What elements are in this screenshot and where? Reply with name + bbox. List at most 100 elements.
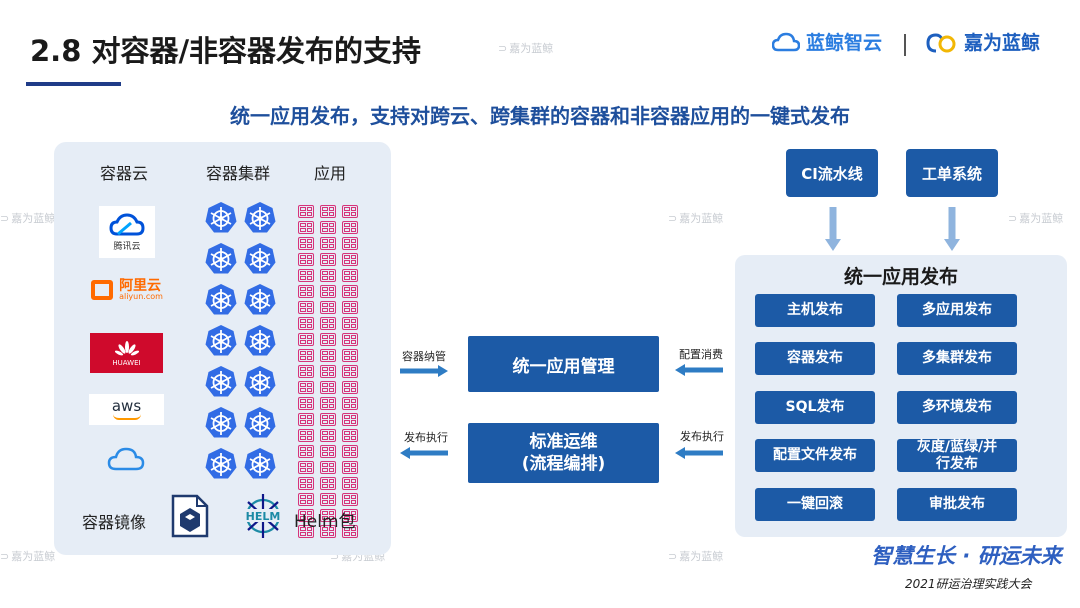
app-package-icon: [342, 397, 358, 410]
app-package-icon: [320, 349, 336, 362]
footer-event: 2021研运治理实践大会: [905, 577, 1032, 591]
container-image-icon: [171, 494, 209, 538]
watermark-icon: ⊃: [0, 211, 10, 225]
app-package-icon: [298, 397, 314, 410]
kubernetes-icon: [204, 242, 238, 276]
watermark-text: 嘉为蓝鲸: [679, 550, 724, 563]
watermark-icon: ⊃: [1008, 211, 1018, 225]
app-package-icon: [320, 413, 336, 426]
column-header-application: 应用: [314, 164, 347, 183]
brand-bluking-text: 蓝鲸智云: [806, 32, 883, 54]
app-package-icon: [298, 269, 314, 282]
watermark-icon: ⊃: [668, 549, 678, 563]
bluking-cloud-icon: [772, 32, 800, 51]
slide-subtitle: 统一应用发布，支持对跨云、跨集群的容器和非容器应用的一键式发布: [230, 104, 850, 128]
watermark: ⊃嘉为蓝鲸: [1008, 210, 1063, 226]
app-package-icon: [298, 365, 314, 378]
app-package-icon: [342, 301, 358, 314]
watermark-text: 嘉为蓝鲸: [1019, 212, 1064, 225]
unified-app-management-box: 统一应用管理: [468, 336, 659, 392]
aws-label: aws: [111, 397, 142, 415]
kubernetes-icon: [243, 242, 277, 276]
aws-smile-icon: [112, 414, 141, 420]
release-type-box: 审批发布: [897, 488, 1017, 521]
watermark-text: 嘉为蓝鲸: [11, 550, 56, 563]
app-package-icon: [320, 205, 336, 218]
process-orchestration-label: (流程编排): [521, 454, 606, 474]
slide-title: 2.8 对容器/非容器发布的支持: [30, 34, 422, 68]
kubernetes-icon: [204, 283, 238, 317]
right-arrow-icon: [400, 365, 448, 377]
down-arrow-icon: [944, 207, 960, 251]
app-package-icon: [298, 477, 314, 490]
column-header-container-cloud: 容器云: [100, 164, 149, 183]
app-package-icon: [342, 205, 358, 218]
kubernetes-icon: [243, 365, 277, 399]
standard-ops-label: 标准运维: [529, 431, 598, 452]
kubernetes-icon: [243, 324, 277, 358]
canway-logo-icon: [926, 32, 956, 52]
app-package-icon: [298, 493, 314, 506]
watermark-text: 嘉为蓝鲸: [679, 212, 724, 225]
app-package-icon: [298, 285, 314, 298]
ci-pipeline-box: CI流水线: [786, 149, 878, 197]
release-type-box: 多应用发布: [897, 294, 1017, 327]
app-package-icon: [320, 493, 336, 506]
aliyun-logo: 阿里云 aliyun.com: [84, 276, 170, 304]
kubernetes-icon: [243, 406, 277, 440]
app-package-icon: [320, 269, 336, 282]
app-package-icon: [320, 237, 336, 250]
huawei-label: HUAWEI: [112, 358, 141, 367]
aws-logo: aws: [89, 394, 164, 425]
watermark: ⊃嘉为蓝鲸: [0, 210, 55, 226]
app-package-icon: [298, 429, 314, 442]
brand-canway-text: 嘉为蓝鲸: [964, 32, 1041, 54]
app-package-icon: [342, 525, 358, 538]
title-underline: [26, 82, 121, 86]
watermark-text: 嘉为蓝鲸: [11, 212, 56, 225]
app-package-icon: [320, 365, 336, 378]
release-type-box: SQL发布: [755, 391, 875, 424]
app-package-icon: [320, 509, 336, 522]
release-execution-right-label: 发布执行: [680, 430, 724, 443]
app-package-icon: [342, 445, 358, 458]
aliyun-domain: aliyun.com: [119, 292, 163, 301]
app-package-icon: [342, 285, 358, 298]
app-package-icon: [298, 317, 314, 330]
kubernetes-icon: [243, 447, 277, 481]
down-arrow-icon: [825, 207, 841, 251]
brand-separator: [904, 34, 906, 56]
release-type-box: 一键回滚: [755, 488, 875, 521]
app-package-icon: [320, 429, 336, 442]
standard-ops-box: 标准运维 (流程编排): [468, 423, 659, 483]
config-consumption-arrow-label: 配置消费: [679, 348, 723, 361]
app-package-icon: [320, 333, 336, 346]
container-image-label: 容器镜像: [82, 513, 147, 532]
ci-pipeline-label: CI流水线: [801, 164, 863, 183]
app-package-icon: [320, 477, 336, 490]
app-package-icon: [298, 461, 314, 474]
application-package-grid: [298, 205, 358, 538]
release-type-box: 配置文件发布: [755, 439, 875, 472]
aliyun-bracket-icon: [91, 280, 114, 300]
app-package-icon: [298, 509, 314, 522]
app-package-icon: [342, 509, 358, 522]
app-package-icon: [320, 301, 336, 314]
watermark-icon: ⊃: [498, 41, 508, 55]
brand-canway: 嘉为蓝鲸: [926, 28, 1040, 55]
watermark: ⊃嘉为蓝鲸: [0, 548, 55, 564]
generic-cloud-logo: [106, 444, 146, 474]
app-package-icon: [342, 365, 358, 378]
app-package-icon: [320, 397, 336, 410]
ticket-system-box: 工单系统: [906, 149, 998, 197]
watermark-icon: ⊃: [668, 211, 678, 225]
watermark-text: 嘉为蓝鲸: [509, 42, 554, 55]
app-package-icon: [342, 349, 358, 362]
aliyun-label: 阿里云: [119, 278, 162, 294]
kubernetes-icon: [204, 365, 238, 399]
release-type-box: 多环境发布: [897, 391, 1017, 424]
watermark: ⊃嘉为蓝鲸: [668, 548, 723, 564]
watermark: ⊃嘉为蓝鲸: [668, 210, 723, 226]
kubernetes-icon: [204, 406, 238, 440]
release-type-box: 主机发布: [755, 294, 875, 327]
